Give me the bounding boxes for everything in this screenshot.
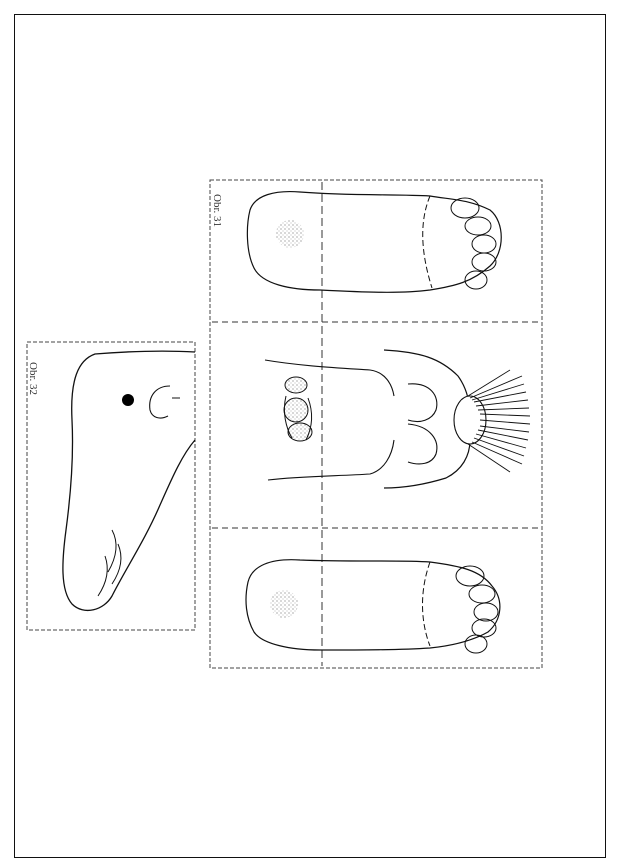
- torso: [265, 350, 530, 488]
- sole-top: [247, 192, 501, 293]
- figure-feet-body: Obr. 31: [210, 180, 542, 668]
- sole-bottom: [246, 560, 500, 653]
- torso-sides: [265, 360, 394, 480]
- figure-feet-body-label: Obr. 31: [211, 194, 223, 227]
- sole-bottom-crease: [423, 562, 431, 646]
- toe-2: [465, 217, 491, 235]
- figure-side-foot-label: Obr. 32: [27, 362, 39, 395]
- toe-b1: [456, 566, 484, 586]
- toe-b2: [469, 585, 495, 603]
- toe-4: [472, 253, 496, 271]
- reflex-zone-top: [276, 220, 304, 248]
- figure-side-foot-frame: [27, 342, 195, 630]
- breast-upper: [408, 384, 437, 422]
- reflex-zone-bottom: [270, 590, 298, 618]
- ankle-bone: [150, 386, 170, 418]
- figure-feet-body-frame: [210, 180, 542, 668]
- figure-side-foot: Obr. 32: [27, 342, 195, 630]
- sole-top-crease: [423, 196, 432, 288]
- organ-highlight: [284, 377, 312, 441]
- toe-3: [472, 235, 496, 253]
- toe-b3: [474, 603, 498, 621]
- side-foot-outline: [63, 351, 195, 610]
- breast-lower: [408, 424, 437, 464]
- reflex-point-marker: [122, 394, 134, 406]
